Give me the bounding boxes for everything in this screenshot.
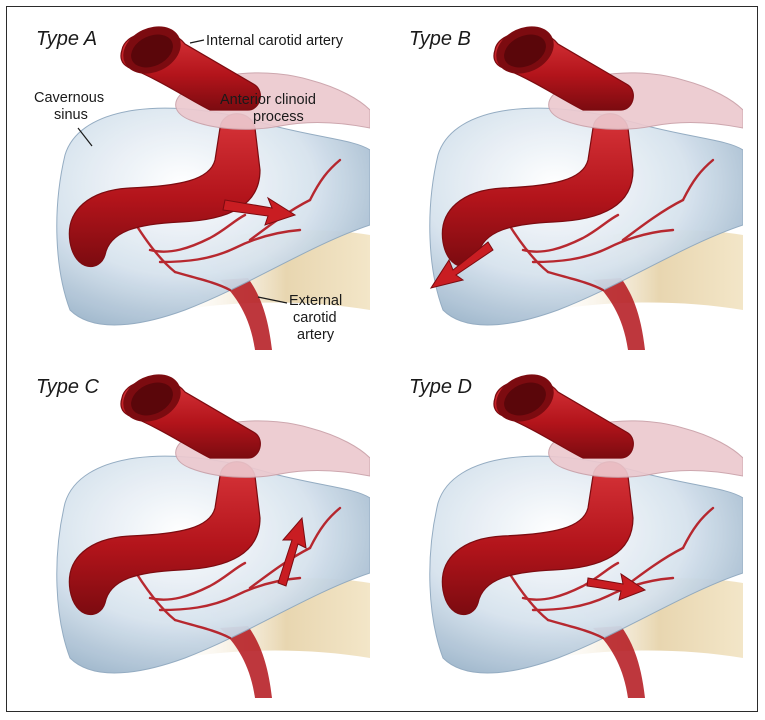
ica-label: Internal carotid artery <box>206 33 344 49</box>
cavernous-sinus-label-line1: Cavernous <box>34 90 105 106</box>
ica-lumen-inner <box>131 34 173 68</box>
external-carotid-trunk <box>220 278 272 350</box>
ica-lumen-inner <box>131 382 173 416</box>
illustration-a <box>56 26 370 350</box>
panel-type-a: Type A <box>10 10 370 350</box>
dural-branches <box>128 506 342 640</box>
type-label: Type B <box>409 28 471 50</box>
dural-branches <box>128 158 342 292</box>
eca-label-line2: carotid <box>293 310 337 326</box>
panel-type-b: Type B <box>383 10 743 350</box>
flow-arrow <box>277 516 307 587</box>
illustration-d <box>429 374 743 698</box>
anterior-clinoid-label-line1: Anterior clinoid <box>220 92 316 108</box>
external-carotid-trunk <box>593 626 645 698</box>
flow-arrow <box>222 196 297 226</box>
panel-type-d: Type D <box>383 358 743 698</box>
cavernous-sinus-label-line2: sinus <box>54 107 88 123</box>
ica-lumen-inner <box>504 382 546 416</box>
flow-arrow <box>586 572 647 601</box>
eca-label-line3: artery <box>297 327 335 343</box>
type-label: Type D <box>409 376 472 398</box>
panel-type-c: Type C <box>10 358 370 698</box>
eca-label-line1: External <box>289 293 343 309</box>
illustration-b <box>429 26 743 350</box>
external-carotid-trunk <box>220 626 272 698</box>
flow-arrow <box>429 241 494 289</box>
type-label: Type C <box>36 376 99 398</box>
ica-lumen-inner <box>504 34 546 68</box>
external-carotid-trunk <box>593 278 645 350</box>
type-label: Type A <box>36 28 98 50</box>
illustration-c <box>56 374 370 698</box>
anterior-clinoid-label-line2: process <box>253 109 304 125</box>
